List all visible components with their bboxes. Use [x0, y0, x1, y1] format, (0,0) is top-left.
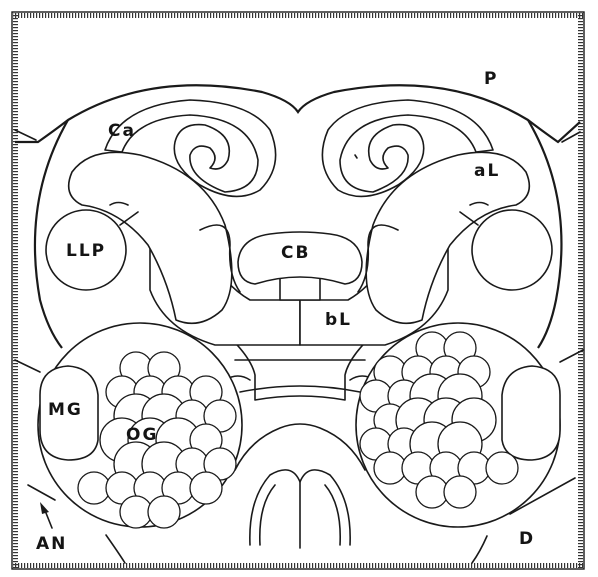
label-al: aL — [474, 161, 500, 181]
label-mg: MG — [48, 400, 83, 420]
label-bl: bL — [325, 310, 352, 330]
glomerulus — [120, 496, 152, 528]
right-optic-lobe — [356, 323, 560, 527]
label-ca: Ca — [108, 121, 136, 141]
glomerulus — [190, 472, 222, 504]
glomerulus — [148, 496, 180, 528]
glomerulus — [374, 452, 406, 484]
label-og: OG — [126, 425, 158, 445]
glomerulus — [416, 476, 448, 508]
glomerulus — [486, 452, 518, 484]
glomerulus — [78, 472, 110, 504]
glomerulus — [444, 476, 476, 508]
label-an: AN — [36, 534, 67, 554]
label-p: P — [484, 69, 498, 89]
label-d: D — [519, 529, 535, 549]
label-cb: CB — [281, 243, 310, 263]
label-llp: LLP — [66, 241, 106, 261]
